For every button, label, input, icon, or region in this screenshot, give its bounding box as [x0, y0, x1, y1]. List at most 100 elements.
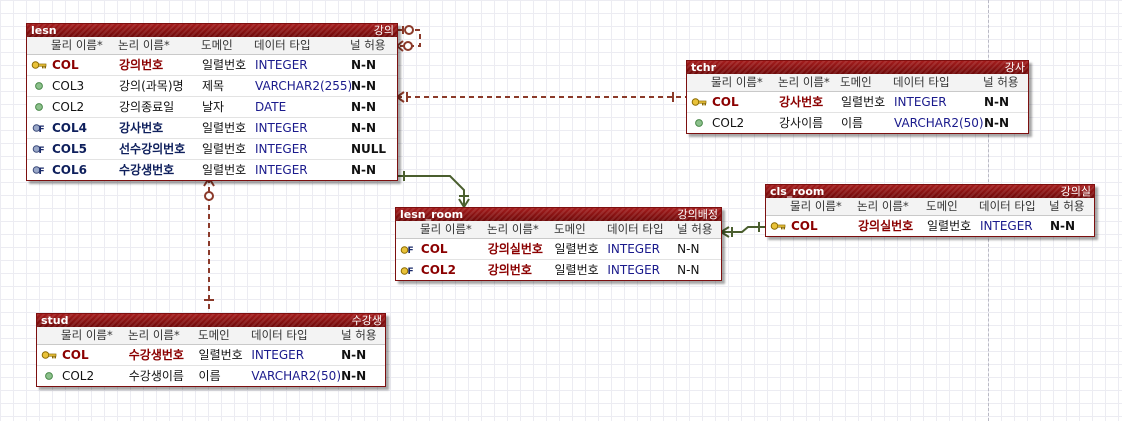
column-null-option: N-N — [351, 163, 377, 177]
column-physical-name: COL — [61, 348, 89, 362]
primary-foreign-key-icon: F — [396, 260, 420, 280]
header-datatype: 데이터 타입 — [979, 199, 1036, 213]
relationship-lesn-self[interactable] — [396, 25, 421, 52]
column-physical-name: COL — [52, 58, 79, 72]
column-domain: 날자 — [202, 100, 225, 114]
header-datatype: 데이터 타입 — [607, 222, 664, 236]
column-physical-name: COL5 — [52, 142, 88, 156]
column-logical-name: 강사번호 — [779, 95, 824, 109]
entity-lesn_room[interactable]: lesn_room 강의배정 물리 이름* 논리 이름* 도메인 데이터 타입 … — [395, 207, 722, 281]
column-datatype: INTEGER — [607, 242, 661, 256]
column-logical-name: 수강생번호 — [128, 348, 184, 362]
column-null-option: N-N — [984, 116, 1010, 130]
entity-lesn-name: lesn — [31, 24, 57, 37]
column-domain: 일렬번호 — [202, 163, 247, 177]
header-physical-name: 물리 이름* — [790, 199, 842, 213]
column-datatype: INTEGER — [255, 58, 308, 72]
entity-cls_room-title: cls_room 강의실 — [766, 185, 1094, 198]
column-domain: 이름 — [198, 369, 221, 383]
column-null-option: NULL — [351, 142, 387, 156]
column-row[interactable]: COL 수강생번호 일렬번호 INTEGER N-N — [37, 345, 385, 366]
column-logical-name: 강의(과목)명 — [119, 79, 184, 93]
column-physical-name: COL2 — [420, 263, 456, 277]
column-domain: 일렬번호 — [841, 95, 886, 109]
key-icon — [687, 92, 711, 112]
column-datatype: INTEGER — [894, 95, 947, 109]
key-icon — [766, 216, 790, 236]
entity-tchr-logical-name: 강사 — [1004, 61, 1025, 74]
header-domain: 도메인 — [201, 38, 233, 52]
column-physical-name: COL2 — [712, 116, 745, 130]
column-domain: 일렬번호 — [202, 142, 247, 156]
column-domain: 일렬번호 — [198, 348, 243, 362]
column-logical-name: 수강생번호 — [119, 163, 175, 177]
key-icon — [27, 55, 51, 75]
column-null-option: N-N — [341, 348, 367, 362]
entity-tchr[interactable]: tchr 강사 물리 이름* 논리 이름* 도메인 데이터 타입 널 허용 CO… — [686, 60, 1029, 134]
header-physical-name: 물리 이름* — [711, 75, 763, 89]
column-null-option: N-N — [351, 121, 377, 135]
column-logical-name: 강의실번호 — [487, 242, 543, 256]
entity-lesn[interactable]: lesn 강의 물리 이름* 논리 이름* 도메인 데이터 타입 널 허용 CO… — [26, 23, 398, 181]
foreign-key-icon: F — [27, 160, 51, 180]
entity-cls_room[interactable]: cls_room 강의실 물리 이름* 논리 이름* 도메인 데이터 타입 널 … — [765, 184, 1095, 237]
column-logical-name: 강사이름 — [779, 116, 824, 130]
entity-tchr-title: tchr 강사 — [687, 61, 1028, 74]
column-datatype: INTEGER — [255, 142, 308, 156]
svg-text:F: F — [407, 246, 413, 255]
column-row[interactable]: F COL5 선수강의번호 일렬번호 INTEGER NULL — [27, 139, 397, 160]
entity-stud-column-header: 물리 이름* 논리 이름* 도메인 데이터 타입 널 허용 — [37, 327, 385, 345]
column-domain: 일렬번호 — [554, 263, 599, 277]
entity-cls_room-name: cls_room — [770, 185, 825, 198]
header-logical-name: 논리 이름* — [857, 199, 909, 213]
header-null: 널 허용 — [350, 38, 386, 52]
header-datatype: 데이터 타입 — [251, 328, 308, 342]
dot-icon — [27, 97, 51, 117]
header-physical-name: 물리 이름* — [420, 222, 472, 236]
header-logical-name: 논리 이름* — [128, 328, 180, 342]
column-logical-name: 강의종료일 — [119, 100, 175, 114]
entity-lesn_room-column-header: 물리 이름* 논리 이름* 도메인 데이터 타입 널 허용 — [396, 221, 721, 239]
column-datatype: VARCHAR2(50) — [251, 369, 341, 383]
relationship-cls_room-lesn_room[interactable] — [720, 222, 765, 238]
column-datatype: INTEGER — [251, 348, 305, 362]
column-domain: 일렬번호 — [927, 219, 972, 233]
column-null-option: N-N — [677, 242, 700, 256]
relationship-tchr-lesn[interactable] — [396, 91, 686, 103]
header-logical-name: 논리 이름* — [778, 75, 830, 89]
column-physical-name: COL6 — [52, 163, 88, 177]
svg-text:F: F — [39, 146, 45, 155]
header-physical-name: 물리 이름* — [61, 328, 113, 342]
column-datatype: INTEGER — [607, 263, 661, 277]
relationship-stud-lesn[interactable] — [203, 177, 215, 313]
svg-text:F: F — [39, 125, 45, 134]
key-icon — [37, 345, 61, 365]
entity-stud-logical-name: 수강생 — [351, 314, 382, 327]
entity-stud[interactable]: stud 수강생 물리 이름* 논리 이름* 도메인 데이터 타입 널 허용 C… — [36, 313, 386, 387]
header-domain: 도메인 — [926, 199, 958, 213]
dot-icon — [27, 76, 51, 96]
header-logical-name: 논리 이름* — [487, 222, 539, 236]
entity-tchr-name: tchr — [691, 61, 717, 74]
column-null-option: N-N — [984, 95, 1010, 109]
dot-icon — [37, 366, 61, 386]
header-null: 널 허용 — [677, 222, 713, 236]
column-null-option: N-N — [341, 369, 367, 383]
column-logical-name: 선수강의번호 — [119, 142, 186, 156]
column-logical-name: 강의번호 — [119, 58, 164, 72]
column-datatype: VARCHAR2(255) — [255, 79, 351, 93]
column-null-option: N-N — [1050, 219, 1076, 233]
relationship-lesn-lesn_room[interactable] — [397, 171, 470, 208]
